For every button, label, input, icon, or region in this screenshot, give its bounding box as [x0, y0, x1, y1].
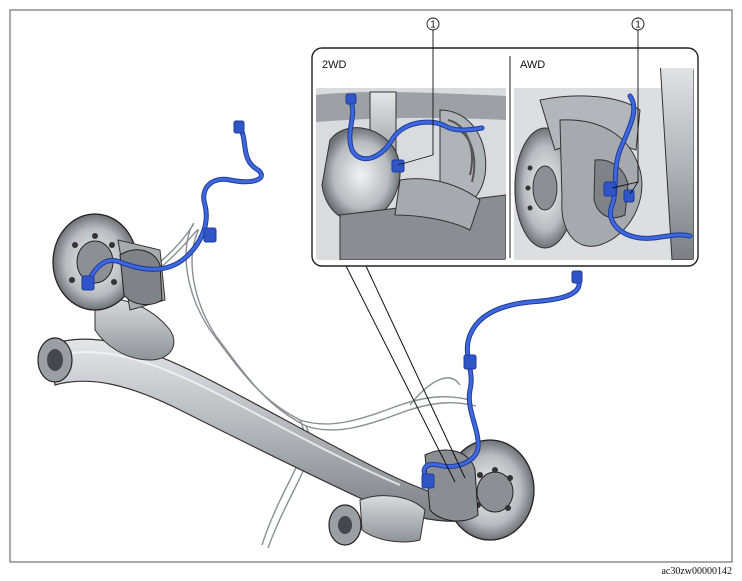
- inset-leader-lines: [344, 263, 466, 483]
- panel-awd: AWD 1: [514, 17, 694, 260]
- panel-awd-label: AWD: [520, 59, 545, 71]
- panel-2wd: 2WD 1: [316, 17, 506, 260]
- figure-border: [9, 9, 733, 563]
- right-bushing: [328, 504, 362, 546]
- callout-number-awd: 1: [635, 20, 641, 31]
- callout-number-2wd: 1: [430, 20, 436, 31]
- right-hub: [424, 439, 535, 541]
- torsion-beam: [49, 338, 471, 522]
- left-abs-sensor-harness: [81, 120, 264, 291]
- right-abs-sensor-harness: [421, 270, 583, 489]
- callout-marker-2wd: [426, 17, 440, 31]
- panel-2wd-label: 2WD: [322, 59, 347, 71]
- figure-code: ac30zw00000142: [661, 566, 732, 577]
- callout-marker-awd: [631, 17, 645, 31]
- detail-inset: 2WD 1 AWD: [311, 17, 699, 267]
- rear-axle-assembly: [37, 213, 535, 549]
- left-bushing: [37, 337, 73, 383]
